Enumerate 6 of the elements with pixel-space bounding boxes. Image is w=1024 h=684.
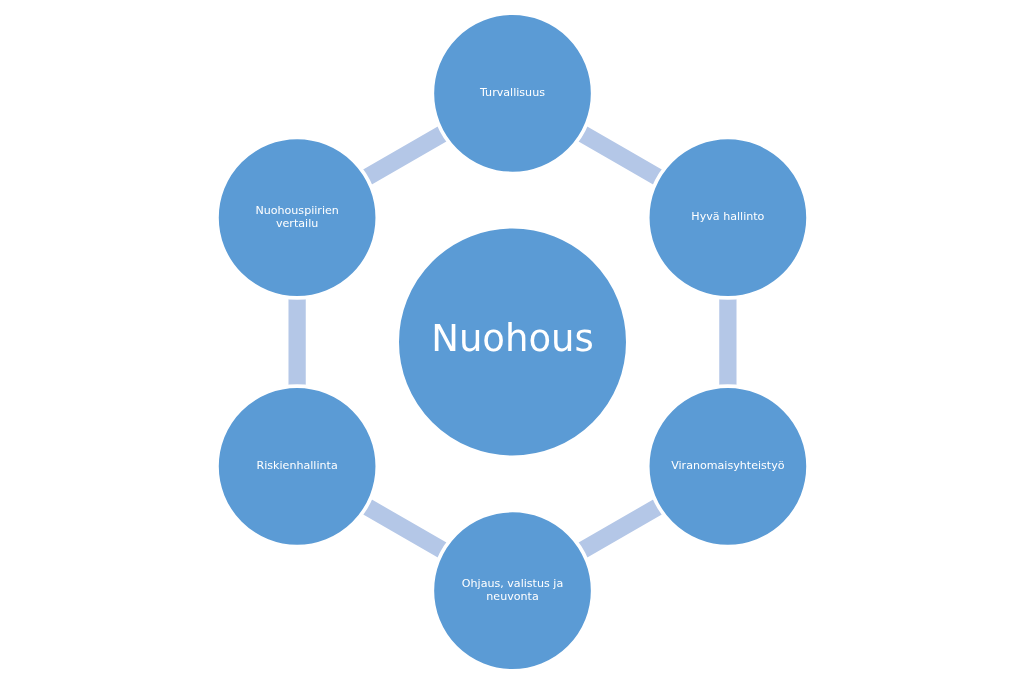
connector [577,126,663,185]
connector [718,298,736,386]
connector [577,499,662,558]
connector [361,499,447,558]
connector [288,298,306,386]
connector [362,126,447,185]
